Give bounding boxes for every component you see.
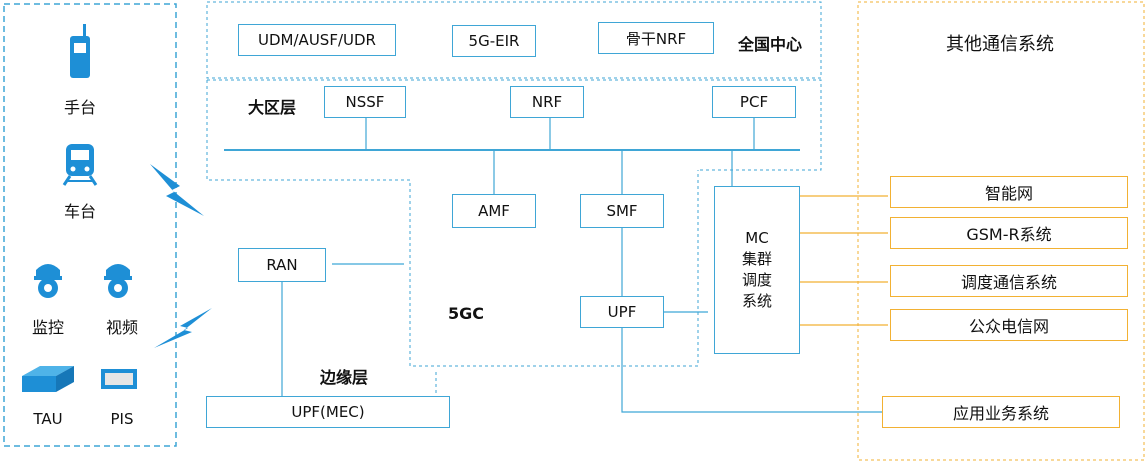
nrf-node[interactable]: NRF xyxy=(510,86,584,118)
handset-icon xyxy=(70,24,90,78)
edge-layer-label: 边缘层 xyxy=(320,368,369,387)
handset-label: 手台 xyxy=(63,98,96,117)
5g-eir-node[interactable]: 5G-EIR xyxy=(452,25,536,57)
other-systems-title: 其他通信系统 xyxy=(946,34,1054,55)
monitor-label: 监控 xyxy=(31,318,64,337)
region-layer-label: 大区层 xyxy=(248,98,297,117)
camera-icon xyxy=(34,264,62,298)
mc-line-4: 系统 xyxy=(741,292,772,310)
dispatch-communication-node[interactable]: 调度通信系统 xyxy=(890,265,1128,297)
amf-node[interactable]: AMF xyxy=(452,194,536,228)
core-5gc-label: 5GC xyxy=(448,304,485,323)
video-label: 视频 xyxy=(105,318,138,337)
upf-mec-node[interactable]: UPF(MEC) xyxy=(206,396,450,428)
mc-line-2: 集群 xyxy=(741,250,772,268)
train-icon xyxy=(62,144,98,186)
smf-node[interactable]: SMF xyxy=(580,194,664,228)
udm-ausf-udr-node[interactable]: UDM/AUSF/UDR xyxy=(238,24,396,56)
application-system-node[interactable]: 应用业务系统 xyxy=(882,396,1120,428)
tau-device-icon xyxy=(22,366,74,392)
intelligent-network-node[interactable]: 智能网 xyxy=(890,176,1128,208)
public-telecom-network-node[interactable]: 公众电信网 xyxy=(890,309,1128,341)
pcf-node[interactable]: PCF xyxy=(712,86,796,118)
pis-screen-icon xyxy=(101,369,137,389)
ran-node[interactable]: RAN xyxy=(238,248,326,282)
upf-node[interactable]: UPF xyxy=(580,296,664,328)
wireless-link-icon xyxy=(154,308,212,348)
national-center-label: 全国中心 xyxy=(738,35,803,54)
mc-line-3: 调度 xyxy=(741,271,772,289)
train-radio-label: 车台 xyxy=(63,202,96,221)
pis-label: PIS xyxy=(110,410,134,428)
tau-label: TAU xyxy=(33,410,63,428)
video-camera-icon xyxy=(104,264,132,298)
mc-cluster-dispatch-node[interactable]: MC 集群 调度 系统 xyxy=(714,186,800,354)
gsm-r-system-node[interactable]: GSM-R系统 xyxy=(890,217,1128,249)
nssf-node[interactable]: NSSF xyxy=(324,86,406,118)
wireless-link-icon xyxy=(150,164,204,216)
backbone-nrf-node[interactable]: 骨干NRF xyxy=(598,22,714,54)
mc-line-1: MC xyxy=(745,229,769,247)
